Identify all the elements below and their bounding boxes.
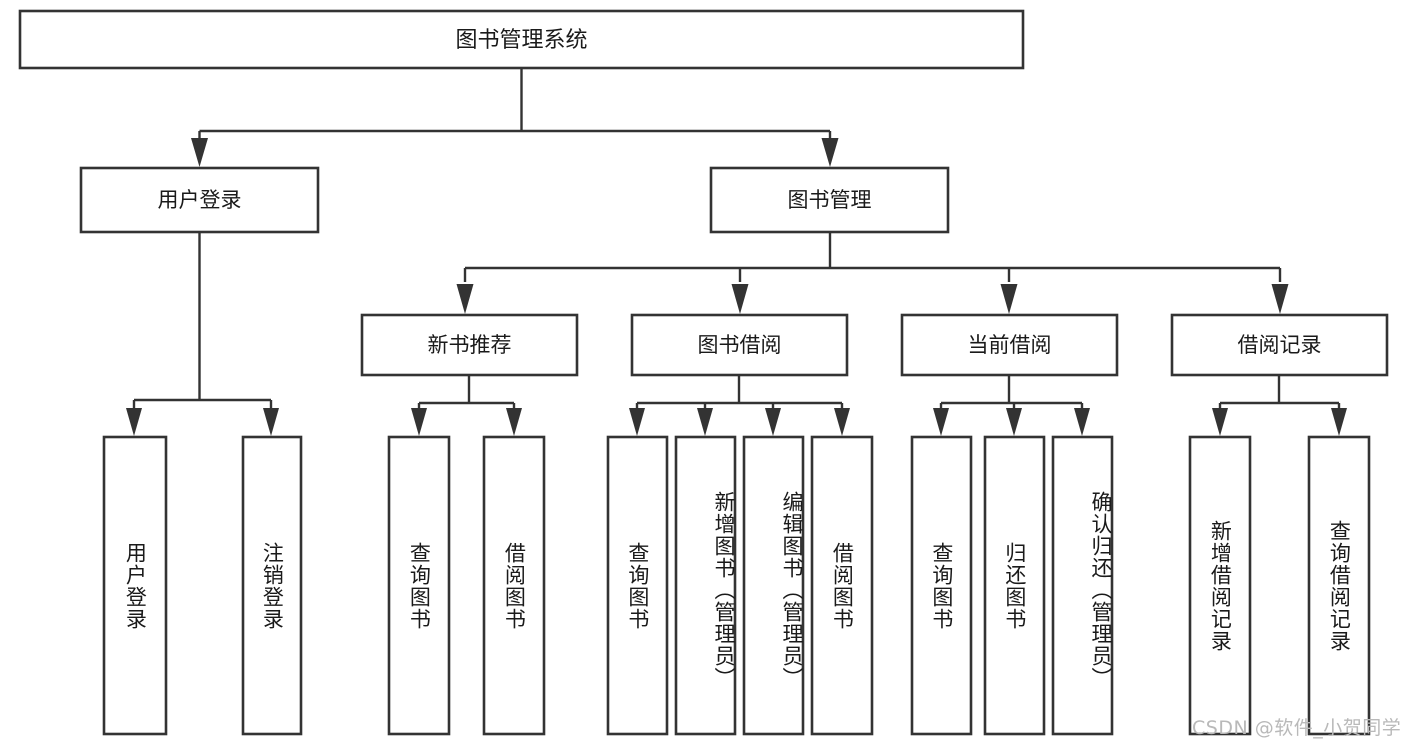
arrow-head-bb-query-book xyxy=(629,408,645,436)
node-cb-return-book-box[interactable] xyxy=(983,435,1046,736)
node-br-query-record-box[interactable] xyxy=(1307,435,1371,736)
node-new-book-recommend-box[interactable] xyxy=(360,313,579,377)
node-root-label: 图书管理系统 xyxy=(455,28,587,53)
arrow-head-nbr-query-book xyxy=(411,408,427,436)
arrow-head-cb-confirm-return xyxy=(1074,408,1090,436)
node-br-add-record-box[interactable] xyxy=(1188,435,1252,736)
csdn-watermark: CSDN @软件_小贺同学 xyxy=(1192,717,1402,739)
node-book-management-label: 图书管理 xyxy=(788,188,872,212)
connector-group-user-login xyxy=(126,232,279,436)
arrow-head-nbr-borrow-book xyxy=(506,408,522,436)
node-cb-query-book-box[interactable] xyxy=(910,435,973,736)
arrow-head-br-query-record xyxy=(1331,408,1347,436)
connector-group-current-borrow xyxy=(933,375,1090,436)
arrow-head-br-add-record xyxy=(1212,408,1228,436)
arrow-head-bb-borrow-book xyxy=(834,408,850,436)
arrow-head-current-borrow xyxy=(1000,284,1018,314)
arrow-head-borrow-record xyxy=(1271,284,1289,314)
node-nbr-query-book-box[interactable] xyxy=(387,435,451,736)
connector-group-root xyxy=(191,68,839,167)
arrow-head-book-borrow xyxy=(731,284,749,314)
arrow-head-user-login-do xyxy=(126,408,142,436)
arrow-head-bb-edit-book xyxy=(765,408,781,436)
node-cb-confirm-return-box[interactable] xyxy=(1051,435,1114,736)
node-book-management[interactable]: 图书管理 xyxy=(709,166,950,234)
node-bb-add-book-box[interactable] xyxy=(674,435,737,736)
node-book-borrow-box[interactable] xyxy=(630,313,849,377)
node-root[interactable]: 图书管理系统 xyxy=(18,9,1025,70)
leaf-box-group xyxy=(102,435,1371,736)
node-bb-borrow-book-box[interactable] xyxy=(810,435,874,736)
node-root-box[interactable] xyxy=(18,9,1025,70)
arrow-head-new-book-recommend xyxy=(456,284,474,314)
node-user-login-label: 用户登录 xyxy=(158,188,242,212)
node-borrow-record[interactable]: 借阅记录 xyxy=(1170,313,1389,377)
node-user-login-do-box[interactable] xyxy=(102,435,168,736)
node-nbr-borrow-book-box[interactable] xyxy=(482,435,546,736)
node-borrow-record-label: 借阅记录 xyxy=(1238,333,1322,357)
connector-group-borrow-record xyxy=(1212,375,1347,436)
node-current-borrow[interactable]: 当前借阅 xyxy=(900,313,1119,377)
node-new-book-recommend[interactable]: 新书推荐 xyxy=(360,313,579,377)
connector-group-book-borrow xyxy=(629,375,850,436)
node-bb-query-book-box[interactable] xyxy=(606,435,669,736)
node-new-book-recommend-label: 新书推荐 xyxy=(428,333,512,357)
node-book-borrow-label: 图书借阅 xyxy=(698,333,782,357)
arrow-head-bb-add-book xyxy=(697,408,713,436)
node-user-login-box[interactable] xyxy=(79,166,320,234)
node-current-borrow-box[interactable] xyxy=(900,313,1119,377)
arrow-head-cb-query-book xyxy=(933,408,949,436)
node-book-management-box[interactable] xyxy=(709,166,950,234)
node-book-borrow[interactable]: 图书借阅 xyxy=(630,313,849,377)
connector-group-new-book-recommend xyxy=(411,375,522,436)
node-bb-edit-book-box[interactable] xyxy=(742,435,805,736)
arrow-head-cb-return-book xyxy=(1006,408,1022,436)
node-borrow-record-box[interactable] xyxy=(1170,313,1389,377)
node-user-logout-box[interactable] xyxy=(241,435,303,736)
connector-group-book-management xyxy=(456,232,1289,314)
node-user-login[interactable]: 用户登录 xyxy=(79,166,320,234)
node-current-borrow-label: 当前借阅 xyxy=(968,333,1052,357)
arrow-head-book-management xyxy=(821,138,839,167)
arrow-head-user-logout xyxy=(263,408,279,436)
arrow-head-user-login xyxy=(191,138,208,167)
